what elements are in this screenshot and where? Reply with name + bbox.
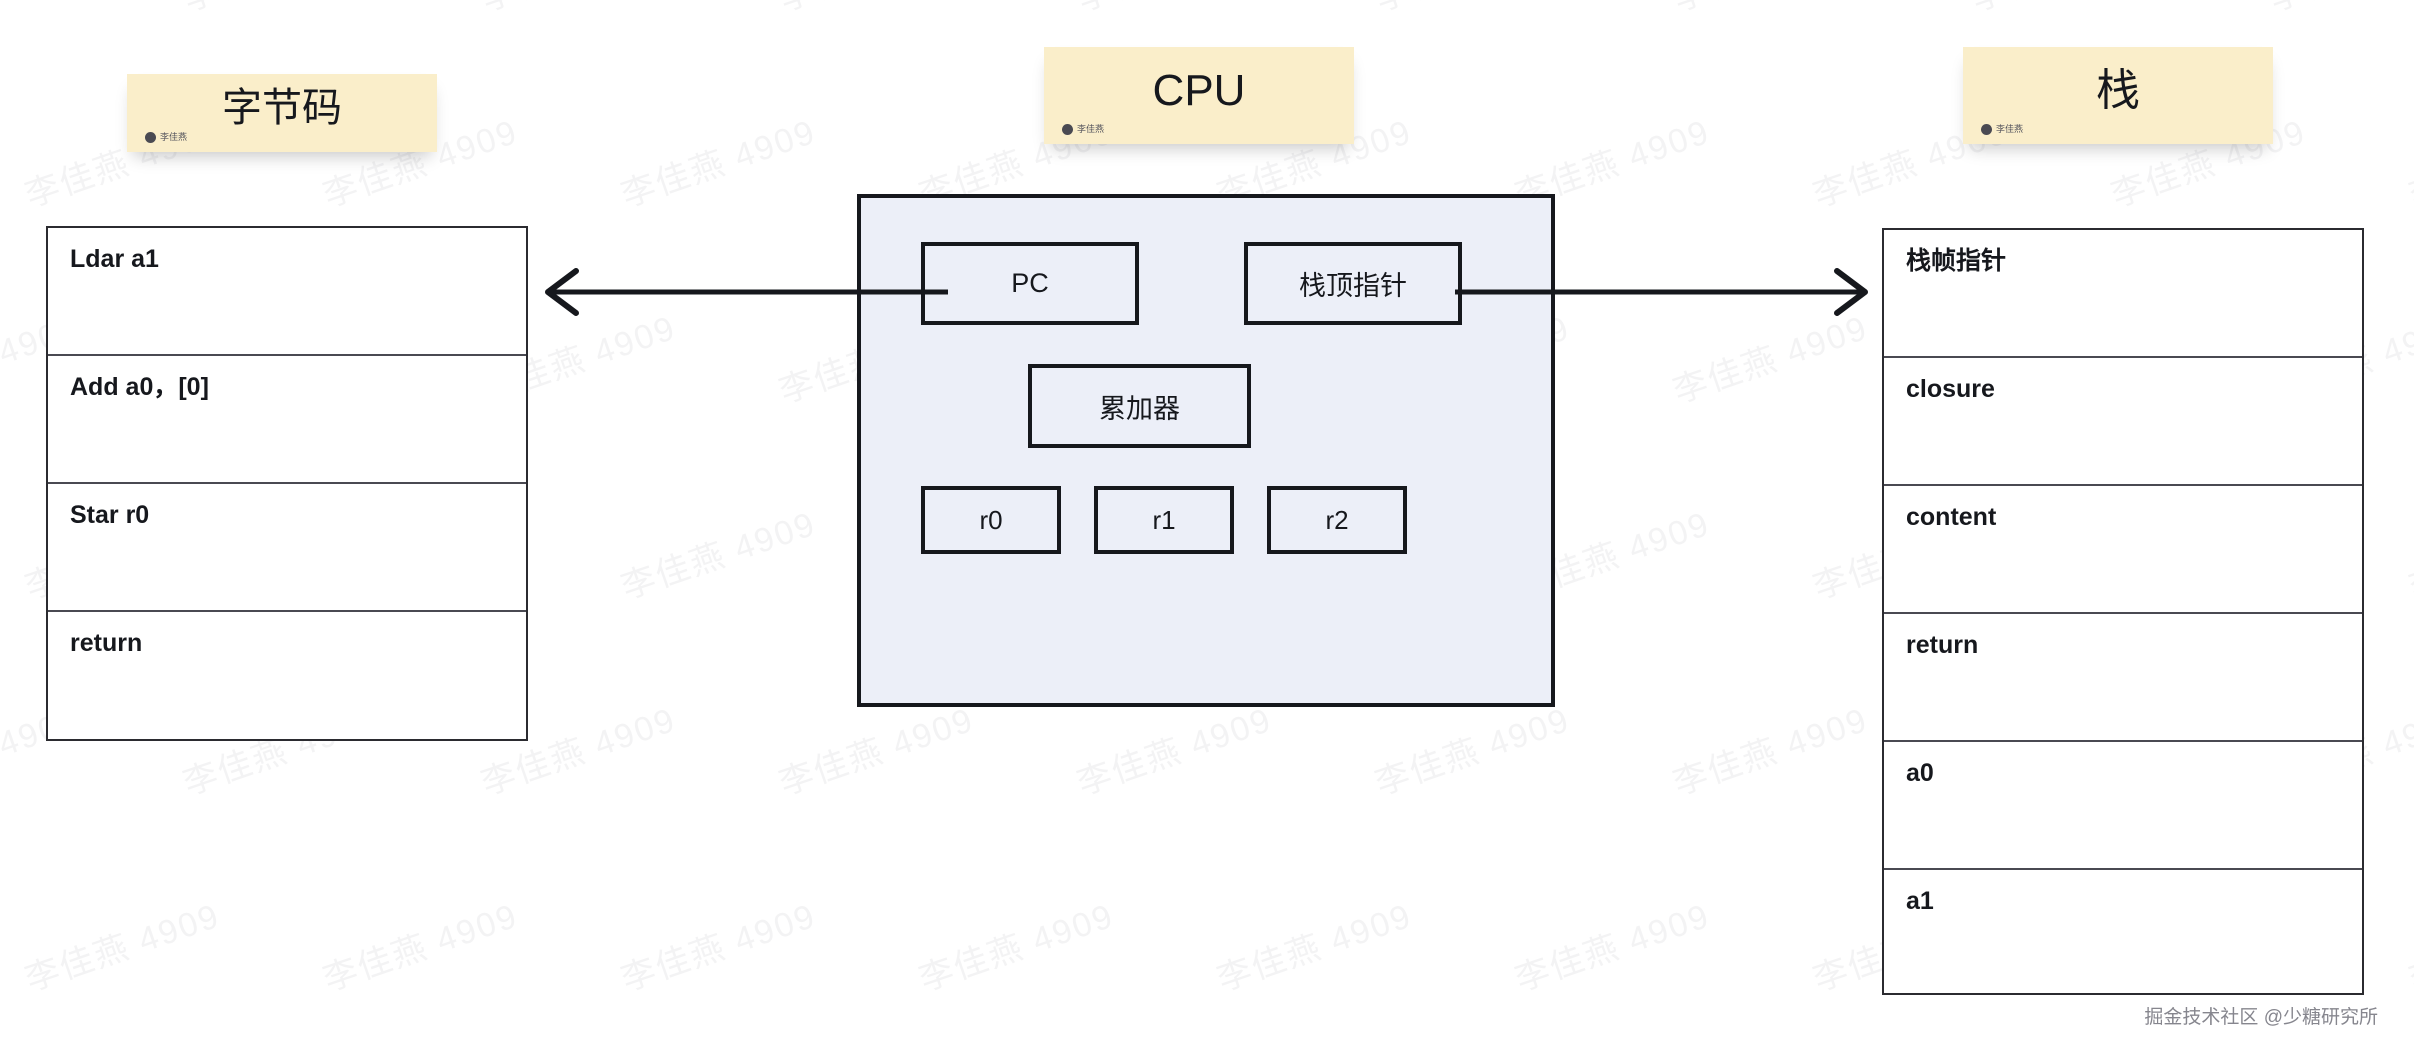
watermark-text: 李佳燕 4909 — [1666, 0, 1874, 21]
watermark-text: 李佳燕 4909 — [2404, 897, 2414, 999]
cpu-register-r0-label: r0 — [979, 504, 1003, 535]
watermark-text: 李佳燕 4909 — [616, 112, 821, 215]
bytecode-row-label: Add a0，[0] — [70, 373, 209, 401]
cpu-register-r1-label: r1 — [1152, 504, 1176, 535]
stack-row-label: 栈帧指针 — [1906, 247, 2007, 275]
cpu-register-r2[interactable]: r2 — [1267, 486, 1407, 554]
cpu-badge-name: 李佳燕 — [1077, 124, 1105, 134]
table-row[interactable]: 栈帧指针 — [1884, 230, 2362, 358]
stack-table: 栈帧指针 closure content return a0 a1 — [1882, 228, 2364, 995]
cpu-accumulator[interactable]: 累加器 — [1028, 364, 1251, 448]
table-row[interactable]: Add a0，[0] — [48, 356, 526, 484]
bytecode-table: Ldar a1 Add a0，[0] Star r0 return — [46, 226, 528, 741]
arrow-pc-to-bytecode — [545, 268, 948, 316]
cpu-register-stack-pointer-label: 栈顶指针 — [1299, 271, 1407, 301]
bytecode-badge-name: 李佳燕 — [160, 132, 188, 142]
cpu-header-card: CPU 李佳燕 — [1044, 47, 1354, 144]
stack-row-label: a1 — [1906, 887, 1934, 915]
table-row[interactable]: closure — [1884, 358, 2362, 486]
watermark-text: 李佳燕 4909 — [616, 896, 821, 999]
cpu-container: PC 栈顶指针 累加器 r0 r1 r2 — [857, 194, 1555, 707]
watermark-text: 李佳燕 4909 — [1510, 896, 1715, 999]
bytecode-row-label: return — [70, 629, 143, 657]
cpu-register-pc[interactable]: PC — [921, 242, 1139, 325]
watermark-text: 李佳燕 4909 — [2404, 113, 2414, 215]
cpu-register-r1[interactable]: r1 — [1094, 486, 1234, 554]
watermark-text: 李佳燕 4909 — [1668, 700, 1873, 803]
avatar-icon — [1981, 124, 1992, 135]
cpu-header-badge: 李佳燕 — [1062, 124, 1104, 135]
watermark-text: 李佳燕 4909 — [1072, 700, 1277, 803]
table-row[interactable]: return — [48, 612, 526, 739]
watermark-text: 李佳燕 4909 — [318, 896, 523, 999]
stack-row-label: a0 — [1906, 759, 1934, 787]
watermark-text: 李佳燕 4909 — [0, 0, 86, 21]
watermark-text: 李佳燕 4909 — [1964, 0, 2172, 21]
bytecode-header-badge: 李佳燕 — [145, 132, 187, 143]
table-row[interactable]: content — [1884, 486, 2362, 614]
stack-header-title: 栈 — [2096, 66, 2140, 115]
stack-row-label: return — [1906, 631, 1979, 659]
cpu-header-title: CPU — [1152, 66, 1246, 115]
arrow-stackpointer-to-stack — [1455, 268, 1868, 316]
bytecode-row-label: Star r0 — [70, 501, 150, 529]
table-row[interactable]: Ldar a1 — [48, 228, 526, 356]
bottom-credit: 掘金技术社区 @少糖研究所 — [2144, 1007, 2378, 1028]
stack-row-label: content — [1906, 503, 1997, 531]
stack-row-label: closure — [1906, 375, 1995, 403]
watermark-text: 李佳燕 4909 — [914, 896, 1119, 999]
watermark-text: 李佳燕 4909 — [1070, 0, 1278, 21]
cpu-register-stack-pointer[interactable]: 栈顶指针 — [1244, 242, 1462, 325]
table-row[interactable]: a0 — [1884, 742, 2362, 870]
bytecode-header-title: 字节码 — [222, 86, 342, 130]
watermark-text: 李佳燕 4909 — [20, 896, 225, 999]
watermark-text: 李佳燕 4909 — [616, 504, 821, 607]
avatar-icon — [145, 132, 156, 143]
watermark-text: 李佳燕 4909 — [1368, 0, 1576, 21]
avatar-icon — [1062, 124, 1073, 135]
stack-header-card: 栈 李佳燕 — [1963, 47, 2273, 144]
table-row[interactable]: a1 — [1884, 870, 2362, 993]
stack-header-badge: 李佳燕 — [1981, 124, 2023, 135]
watermark-text: 李佳燕 4909 — [2404, 505, 2414, 607]
cpu-register-r2-label: r2 — [1325, 504, 1349, 535]
watermark-text: 李佳燕 4909 — [474, 0, 682, 21]
table-row[interactable]: return — [1884, 614, 2362, 742]
watermark-text: 李佳燕 4909 — [1212, 896, 1417, 999]
bytecode-row-label: Ldar a1 — [70, 245, 159, 273]
cpu-register-r0[interactable]: r0 — [921, 486, 1061, 554]
watermark-text: 李佳燕 4909 — [176, 0, 384, 21]
stack-badge-name: 李佳燕 — [1996, 124, 2024, 134]
watermark-text: 李佳燕 4909 — [772, 0, 980, 21]
watermark-text: 李佳燕 4909 — [774, 700, 979, 803]
cpu-accumulator-label: 累加器 — [1099, 393, 1180, 424]
watermark-text: 李佳燕 4909 — [2262, 0, 2414, 21]
table-row[interactable]: Star r0 — [48, 484, 526, 612]
watermark-text: 李佳燕 4909 — [1370, 700, 1575, 803]
bytecode-header-card: 字节码 李佳燕 — [127, 74, 437, 152]
cpu-register-pc-label: PC — [1011, 268, 1049, 298]
